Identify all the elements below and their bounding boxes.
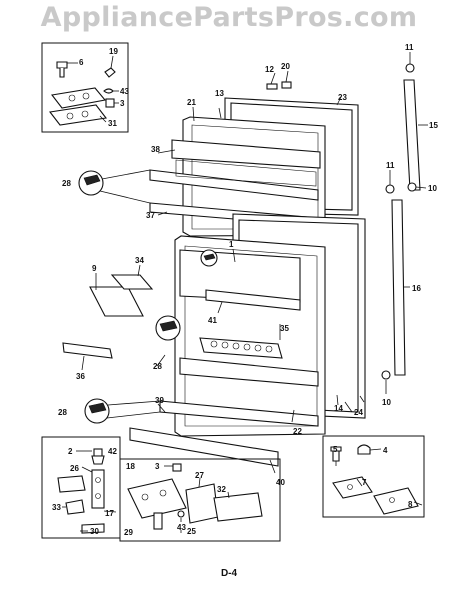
part-label: 21 [187, 98, 196, 107]
part-label: 39 [155, 396, 164, 405]
part-label: 20 [281, 62, 290, 71]
part-label: 9 [92, 264, 97, 273]
part-label: 43 [177, 523, 186, 532]
inset-bottom-center [119, 458, 281, 542]
part-label: 26 [70, 464, 79, 473]
inset-bottom-right [322, 435, 425, 518]
part-label: 30 [90, 527, 99, 536]
part-label: 15 [429, 121, 438, 130]
part-label: 28 [58, 408, 67, 417]
part-label: 10 [382, 398, 391, 407]
part-label: 13 [215, 89, 224, 98]
part-label: 43 [120, 87, 129, 96]
part-label: 3 [155, 462, 160, 471]
part-label: 7 [362, 478, 367, 487]
part-label: 27 [195, 471, 204, 480]
part-label: 16 [412, 284, 421, 293]
part-label: 1 [229, 240, 234, 249]
part-label: 14 [334, 404, 343, 413]
part-label: 37 [146, 211, 155, 220]
freezer-door [149, 70, 359, 237]
shelf-detail-circles [78, 169, 218, 424]
part-label: 41 [208, 316, 217, 325]
part-label: 32 [217, 485, 226, 494]
part-label: 25 [187, 527, 196, 536]
part-label: 38 [151, 145, 160, 154]
part-label: 28 [62, 179, 71, 188]
part-label: 4 [383, 446, 388, 455]
part-label: 42 [108, 447, 117, 456]
part-label: 29 [124, 528, 133, 537]
part-number-labels: 19 6 43 3 31 12 20 11 13 23 21 15 38 11 … [52, 43, 438, 537]
part-label: 18 [126, 462, 135, 471]
part-label: 36 [76, 372, 85, 381]
part-label: 2 [68, 447, 73, 456]
part-label: 11 [405, 43, 414, 52]
egg-tray [210, 340, 273, 353]
part-label: 28 [153, 362, 162, 371]
fresh-food-door [62, 213, 366, 474]
part-label: 11 [386, 161, 395, 170]
part-label: 22 [293, 427, 302, 436]
part-label: 33 [52, 503, 61, 512]
part-label: 31 [108, 119, 117, 128]
part-label: 35 [280, 324, 289, 333]
part-label: 3 [120, 99, 125, 108]
part-label: 34 [135, 256, 144, 265]
part-label: 19 [109, 47, 118, 56]
inset-top-left [41, 42, 129, 133]
part-label: 17 [105, 509, 114, 518]
part-label: 40 [276, 478, 285, 487]
part-label: 24 [354, 408, 363, 417]
right-hinge-parts [359, 52, 428, 403]
part-label: 5 [333, 445, 338, 454]
watermark: AppliancePartsPros.com [40, 2, 418, 33]
part-label: 12 [265, 65, 274, 74]
part-label: 23 [338, 93, 347, 102]
part-label: 6 [79, 58, 84, 67]
page-number: D-4 [220, 568, 238, 579]
inset-bottom-left [41, 436, 121, 539]
part-label: 10 [428, 184, 437, 193]
part-label: 8 [408, 500, 413, 509]
